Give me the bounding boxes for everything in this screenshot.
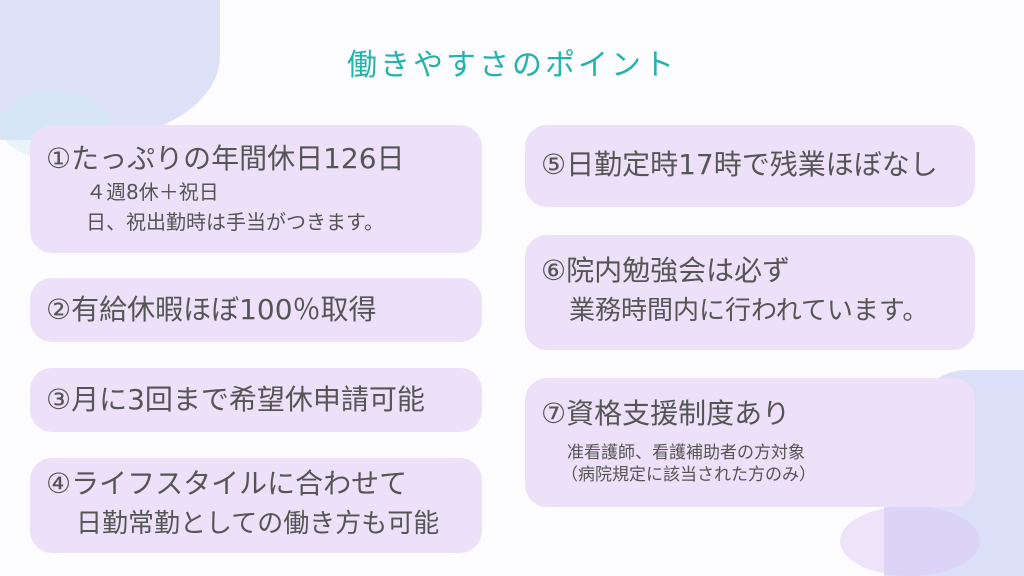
point-detail: ４週8休＋祝日 bbox=[86, 180, 219, 204]
point-card-1: ①たっぷりの年間休日126日 ４週8休＋祝日 日、祝出勤時は手当がつきます。 bbox=[30, 125, 482, 253]
point-heading: ②有給休暇ほぼ100％取得 bbox=[46, 293, 377, 326]
point-heading: ①たっぷりの年間休日126日 bbox=[46, 142, 405, 175]
point-card-3: ③月に3回まで希望休申請可能 bbox=[30, 368, 482, 432]
point-heading: ⑦資格支援制度あり bbox=[541, 397, 791, 430]
point-card-5: ⑤日勤定時17時で残業ほぼなし bbox=[525, 125, 975, 207]
point-card-7: ⑦資格支援制度あり 准看護師、看護補助者の方対象 （病院規定に該当された方のみ） bbox=[525, 378, 975, 507]
point-heading: ⑤日勤定時17時で残業ほぼなし bbox=[541, 148, 938, 181]
point-detail: 日、祝出勤時は手当がつきます。 bbox=[86, 210, 384, 234]
point-card-6: ⑥院内勉強会は必ず 業務時間内に行われています。 bbox=[525, 235, 975, 350]
point-detail: 准看護師、看護補助者の方対象 bbox=[567, 443, 805, 463]
page-title: 働きやすさのポイント bbox=[347, 48, 677, 83]
point-detail: 業務時間内に行われています。 bbox=[569, 296, 929, 326]
point-detail: （病院規定に該当された方のみ） bbox=[561, 465, 816, 485]
point-heading: ⑥院内勉強会は必ず bbox=[541, 254, 791, 287]
decoration-watercolor-bottom-right-2 bbox=[840, 506, 980, 576]
point-card-4: ④ライフスタイルに合わせて 日勤常勤としての働き方も可能 bbox=[30, 458, 482, 553]
point-card-2: ②有給休暇ほぼ100％取得 bbox=[30, 278, 482, 342]
point-heading: ④ライフスタイルに合わせて bbox=[46, 467, 408, 500]
point-heading: ③月に3回まで希望休申請可能 bbox=[46, 383, 425, 416]
point-detail: 日勤常勤としての働き方も可能 bbox=[76, 509, 440, 539]
